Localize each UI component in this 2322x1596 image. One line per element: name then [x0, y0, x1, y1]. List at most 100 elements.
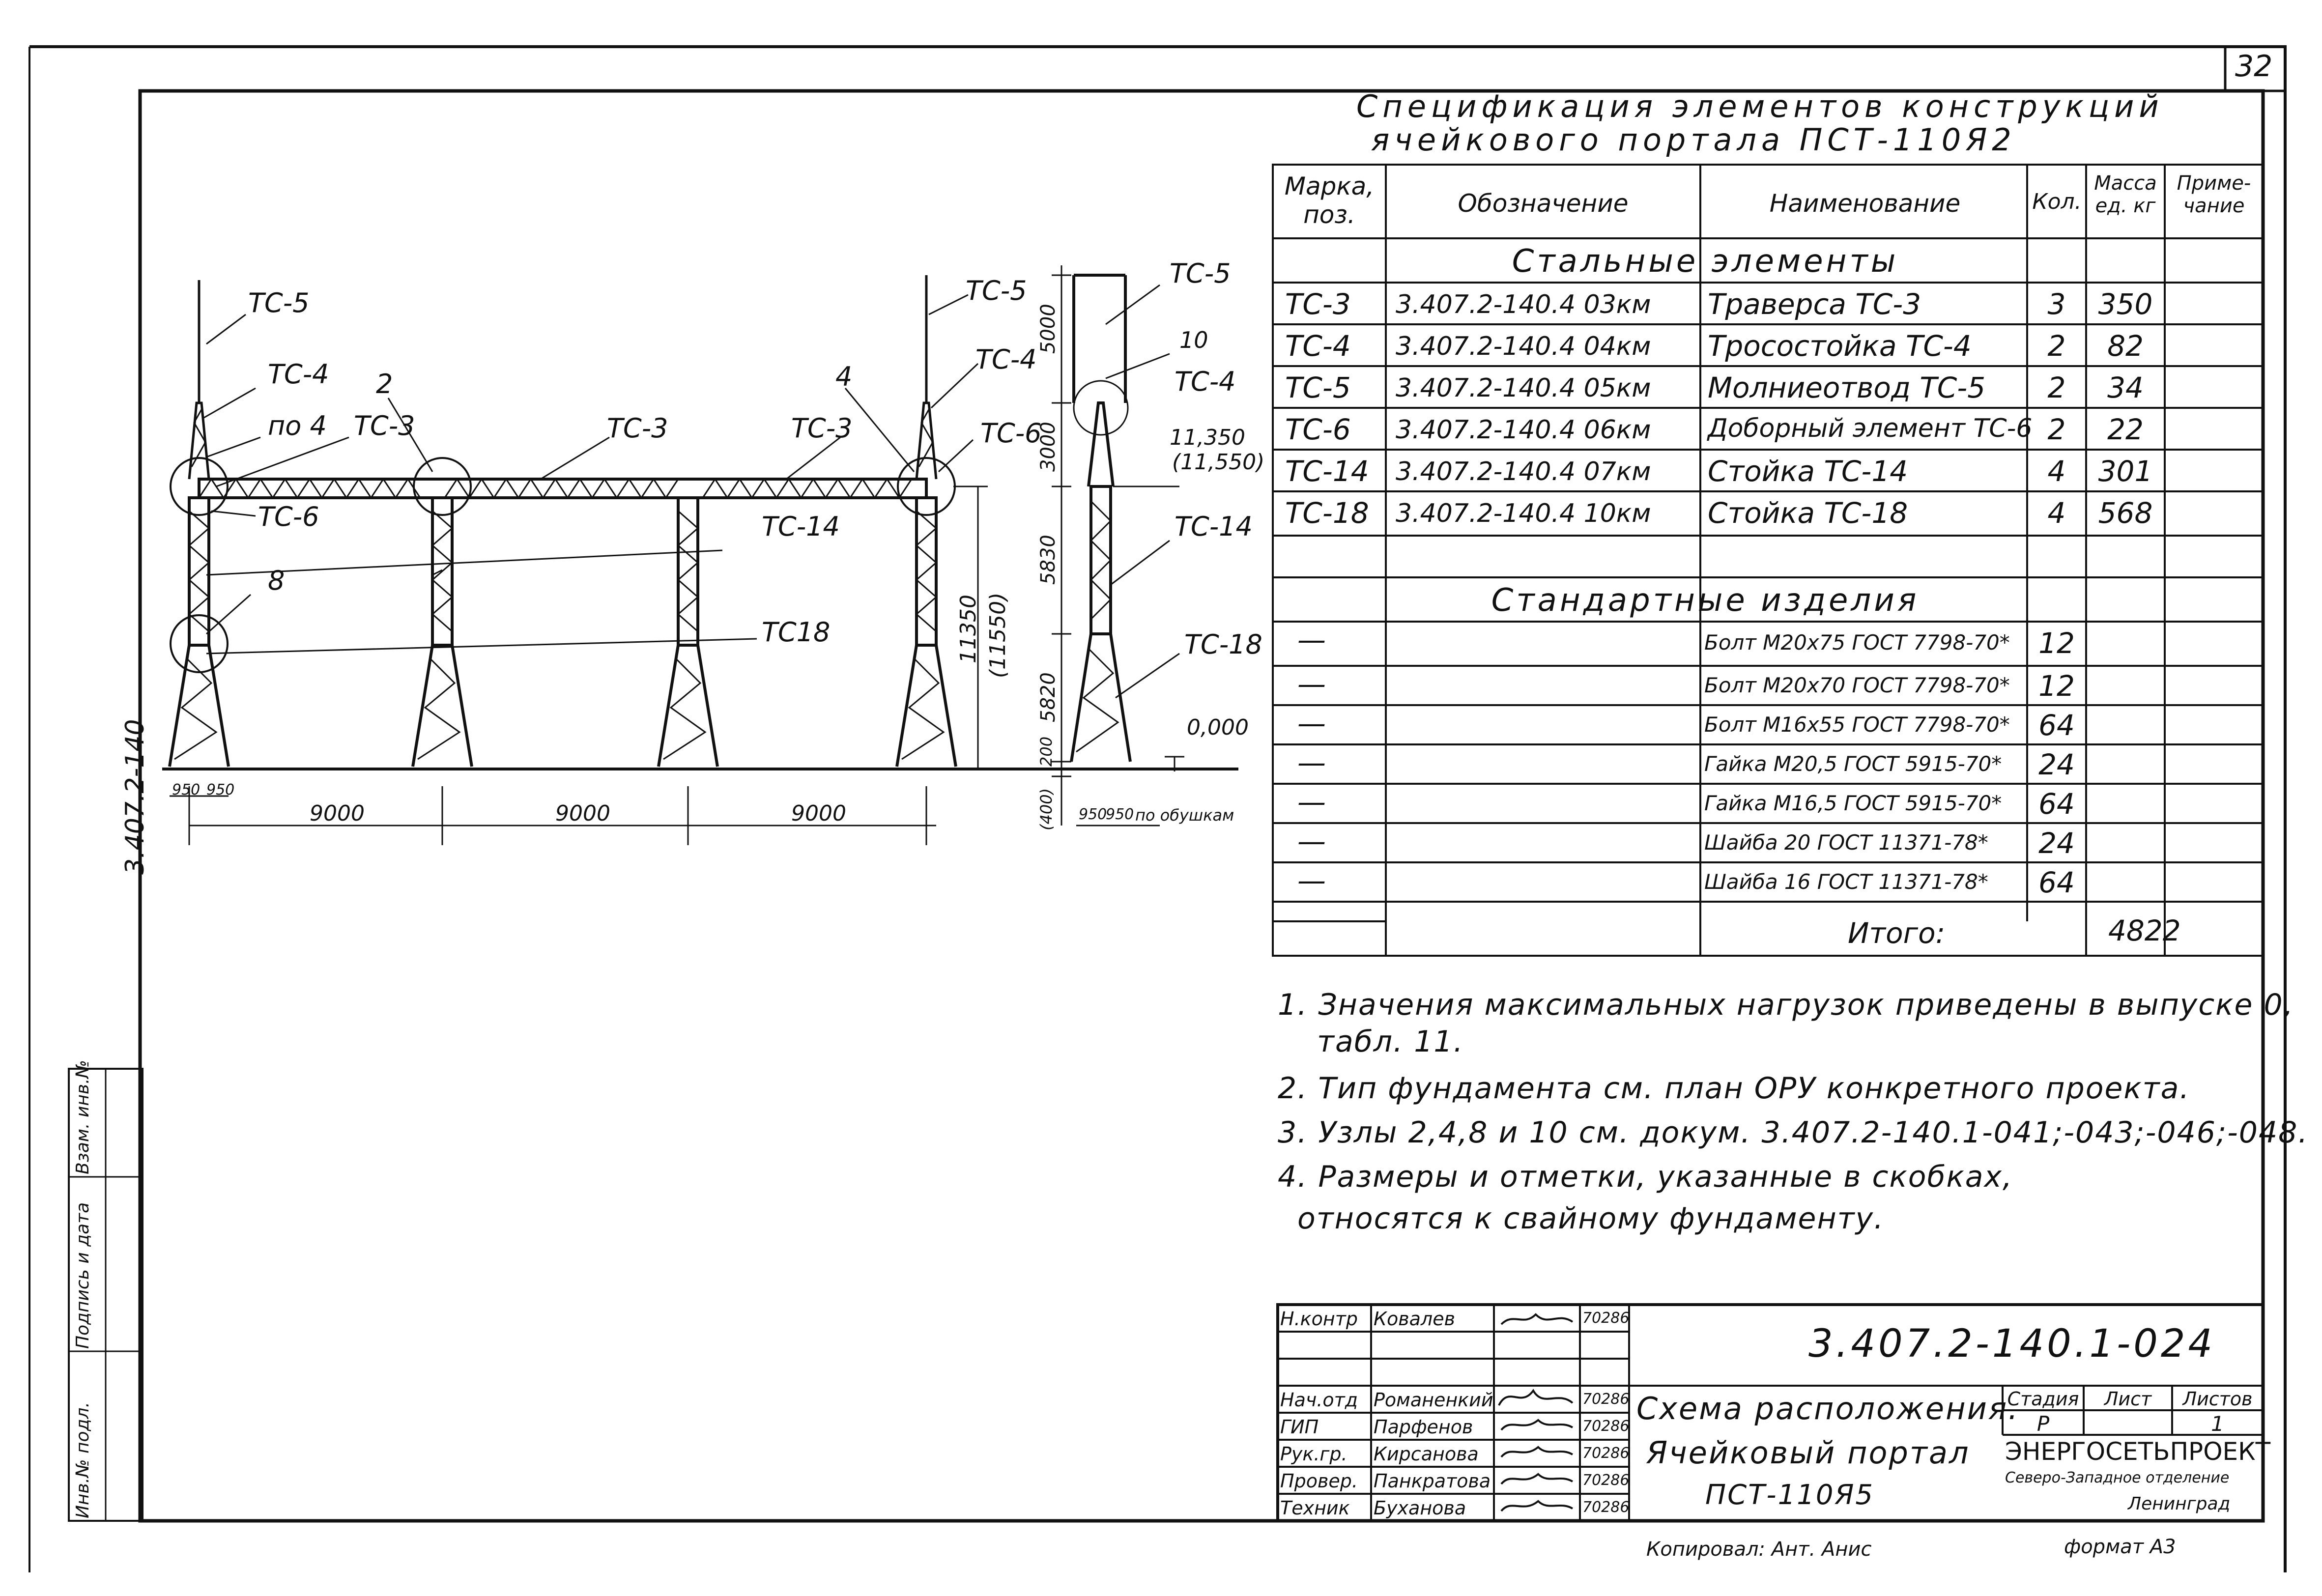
stamp-name: Парфенов	[1374, 1416, 1473, 1438]
row-mark: ТС-5	[1285, 371, 1351, 404]
row-name: Тросостойка ТС-4	[1708, 329, 1972, 363]
stamp-date: 70286	[1582, 1445, 1630, 1462]
span-2: 9000	[555, 801, 610, 826]
row-doc: 3.407.2-140.4 10км	[1396, 499, 1651, 528]
row-mass: 568	[2098, 496, 2153, 530]
side-label-tc14: ТС-14	[1175, 511, 1253, 542]
row-mark: —	[1297, 746, 1326, 779]
row-name: Гайка М20,5 ГОСТ 5915-70*	[1704, 752, 2002, 776]
row-mark: —	[1297, 667, 1326, 701]
page-number: 32	[2235, 49, 2273, 84]
row-mark: —	[1297, 785, 1326, 819]
row-qty: 4	[2047, 455, 2066, 488]
side-label-tc4: ТС-4	[1175, 366, 1236, 397]
stamp-role: Провер.	[1280, 1470, 1358, 1492]
row-qty: 2	[2047, 329, 2066, 363]
row-qty: 64	[2038, 787, 2075, 821]
row-name: Доборный элемент ТС-6	[1708, 414, 2033, 443]
height-dim-alt: (11550)	[985, 592, 1010, 678]
vertical-code: 3.407.2-140	[120, 719, 150, 875]
row-doc: 3.407.2-140.4 05км	[1396, 373, 1651, 403]
row-mass: 34	[2107, 371, 2144, 404]
footer-format: формат А3	[2064, 1536, 2176, 1558]
stamp-role: Н.контр	[1280, 1308, 1358, 1330]
row-mark: ТС-6	[1285, 413, 1351, 446]
row-qty: 4	[2047, 496, 2066, 530]
footer-copied: Копировал: Ант. Анис	[1646, 1538, 1872, 1561]
org-city: Ленинград	[2128, 1494, 2231, 1514]
stamp-role: Нач.отд	[1280, 1389, 1358, 1411]
spec-title-line-1: Спецификация элементов конструкций	[1356, 88, 2164, 124]
side-label-tc18: ТС-18	[1184, 629, 1262, 660]
row-mark: ТС-4	[1285, 329, 1351, 363]
side-950-b: 950	[1106, 806, 1134, 823]
org-division: Северо-Западное отделение	[2005, 1469, 2230, 1486]
stamp-name: Романенкий	[1374, 1389, 1493, 1411]
row-mass: 350	[2098, 287, 2153, 321]
stamp-date: 70286	[1582, 1472, 1630, 1489]
note-4-cont: относятся к свайному фундаменту.	[1297, 1201, 1885, 1236]
label-tc6-left: ТС-6	[258, 501, 319, 532]
label-tc4-right: ТС-4	[975, 344, 1037, 375]
total-label: Итого:	[1848, 916, 1946, 950]
strip-signature-date: Подпись и дата	[73, 1202, 93, 1349]
row-mass: 22	[2107, 413, 2144, 446]
header-name: Наименование	[1769, 189, 1961, 218]
stamp-name: Панкратова	[1374, 1470, 1491, 1492]
row-mark: ТС-18	[1285, 496, 1369, 530]
height-dim: 11350	[956, 595, 981, 663]
label-node-2: 2	[376, 369, 393, 399]
label-tc5-left: ТС-5	[248, 287, 310, 318]
stamp-date: 70286	[1582, 1310, 1630, 1327]
row-name: Стойка ТС-14	[1708, 455, 1908, 488]
label-tc4-left: ТС-4	[268, 359, 329, 390]
row-qty: 3	[2047, 287, 2066, 321]
note-1-cont: табл. 11.	[1317, 1025, 1464, 1059]
row-name: Гайка М16,5 ГОСТ 5915-70*	[1704, 791, 2002, 815]
side-label-tc5: ТС-5	[1170, 258, 1231, 289]
side-elev-zero: 0,000	[1187, 715, 1249, 740]
header-qty: Кол.	[2032, 189, 2082, 214]
row-name: Болт М16х55 ГОСТ 7798-70*	[1704, 712, 2010, 737]
row-mark: —	[1297, 623, 1326, 656]
dim-950-a: 950	[172, 781, 201, 798]
row-qty: 24	[2038, 826, 2075, 860]
section-steel: Стальные элементы	[1512, 243, 1899, 280]
span-1: 9000	[310, 801, 365, 826]
side-dim-5830: 5830	[1037, 535, 1060, 585]
row-name: Болт М20х70 ГОСТ 7798-70*	[1704, 673, 2010, 697]
sheets-value: 1	[2211, 1412, 2224, 1436]
row-qty: 12	[2038, 627, 2075, 660]
label-node-8: 8	[268, 565, 285, 596]
note-4: 4. Размеры и отметки, указанные в скобка…	[1278, 1160, 2013, 1194]
label-tc3-a: ТС-3	[354, 410, 415, 441]
row-mark: —	[1297, 707, 1326, 740]
row-mark: ТС-14	[1285, 455, 1369, 488]
side-950-a: 950	[1079, 806, 1107, 823]
side-dim-400: (400)	[1037, 788, 1056, 830]
note-2: 2. Тип фундамента см. план ОРУ конкретно…	[1278, 1071, 2190, 1106]
label-tc3-c: ТС-3	[791, 413, 853, 444]
label-tc3-b: ТС-3	[607, 413, 668, 444]
strip-vzam-inv: Взам. инв.№	[73, 1060, 93, 1174]
dim-950-b: 950	[206, 781, 235, 798]
spec-title-line-2: ячейкового портала ПСТ-110Я2	[1371, 122, 2016, 158]
header-mass: Масса ед. кг	[2094, 172, 2157, 217]
side-dim-3000: 3000	[1037, 422, 1060, 472]
org-name: ЭНЕРГОСЕТЬПРОЕКТ	[2005, 1437, 2271, 1466]
header-designation: Обозначение	[1458, 189, 1629, 218]
stamp-date: 70286	[1582, 1499, 1630, 1516]
header-mark: Марка, поз.	[1284, 172, 1375, 229]
strip-inv-podl: Инв.№ подл.	[73, 1402, 93, 1518]
row-doc: 3.407.2-140.4 04км	[1396, 332, 1651, 361]
label-tc14: ТС-14	[762, 511, 840, 542]
drawing-title-2: Ячейковый портал	[1646, 1435, 1970, 1471]
side-dim-5000: 5000	[1037, 304, 1060, 354]
label-tc6-right: ТС-6	[980, 418, 1042, 449]
section-standard: Стандартные изделия	[1491, 582, 1920, 619]
row-name: Шайба 20 ГОСТ 11371-78*	[1704, 830, 1988, 855]
row-name: Болт М20х75 ГОСТ 7798-70*	[1704, 630, 2010, 655]
row-name: Стойка ТС-18	[1708, 496, 1908, 530]
row-doc: 3.407.2-140.4 07км	[1396, 457, 1651, 486]
